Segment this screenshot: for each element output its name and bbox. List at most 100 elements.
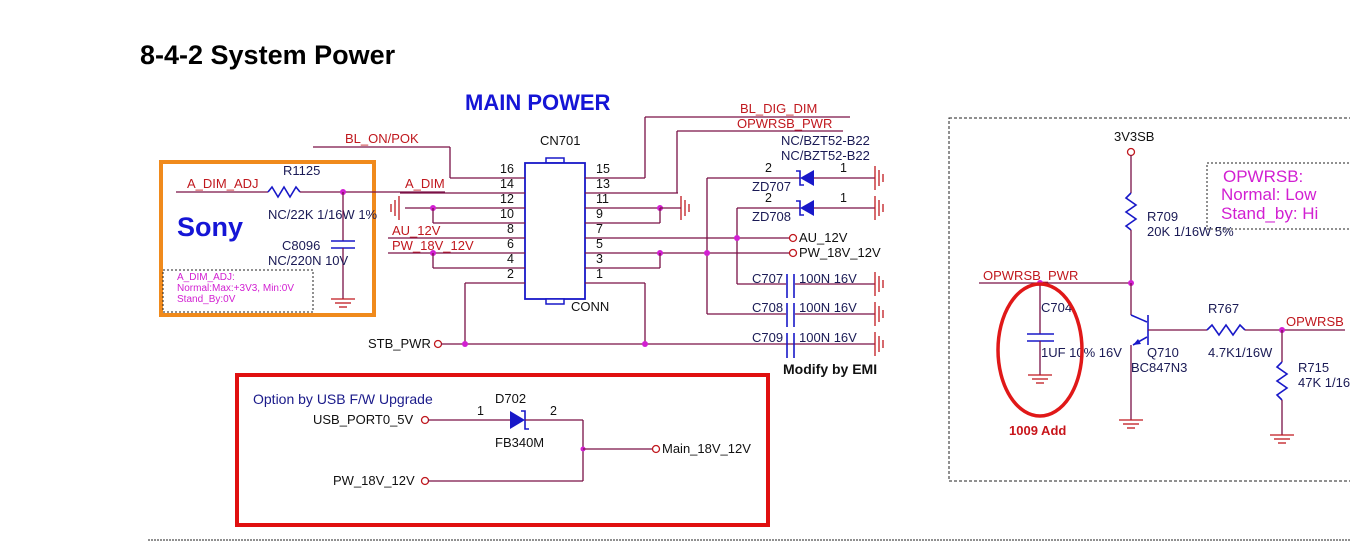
c709-ref: C709 [752,330,783,345]
sony-note-line-3: Stand_By:0V [177,294,236,305]
r709-value: 20K 1/16W 5% [1147,224,1234,239]
port-au-12v: AU_12V [799,230,848,245]
c708-value: 100N 16V [799,300,857,315]
c704-highlight-ellipse [996,282,1084,418]
resistor-r767 [1206,323,1246,337]
pw-18v-12v-usb-port [420,476,430,486]
cn701-ref: CN701 [540,133,580,148]
pin-7: 7 [596,222,603,236]
c8096-ref: C8096 [282,238,320,253]
pin-8: 8 [507,222,514,236]
net-3v3sb: 3V3SB [1114,129,1154,144]
sony-block-border [159,160,376,317]
net-au-12v-left: AU_12V [392,223,441,238]
zd707-part: NC/BZT52-B22 [781,133,870,148]
r767-ref: R767 [1208,301,1239,316]
r1125-value: NC/22K 1/16W 1% [268,207,378,222]
resistor-r709 [1124,192,1138,231]
net-opwrsb: OPWRSB [1286,314,1344,329]
c704-ref: C704 [1041,300,1072,315]
usb-option-block: Option by USB F/W Upgrade D702 1 2 USB_P… [235,373,770,527]
pin-16: 16 [500,162,514,176]
r709-ref: R709 [1147,209,1178,224]
d702-part: FB340M [495,435,544,450]
c708-ref: C708 [752,300,783,315]
pin-3: 3 [596,252,603,266]
sony-note-line-2: Normal:Max:+3V3, Min:0V [177,283,294,294]
opwrsb-note-line-1: OPWRSB: [1223,167,1303,186]
usb-option-title: Option by USB F/W Upgrade [253,391,433,407]
section-title: 8-4-2 System Power [140,40,396,70]
c8096-value: NC/220N 10V [268,253,349,268]
net-bl-on-pok: BL_ON/POK [345,131,419,146]
pin-9: 9 [596,207,603,221]
cn701-type: CONN [571,299,609,314]
zener-zd708: 2 1 ZD708 [737,191,884,224]
zd708-pin-1: 1 [840,191,847,205]
c707-value: 100N 16V [799,271,857,286]
emi-note: Modify by EMI [783,361,877,377]
pin-2: 2 [507,267,514,281]
d702-ref: D702 [495,391,526,406]
net-pw-18v-12v-usb: PW_18V_12V [333,473,415,488]
pin-15: 15 [596,162,610,176]
usb-option-border [235,373,770,527]
zd708-pin-2: 2 [765,191,772,205]
c707-ref: C707 [752,271,783,286]
diode-d702 [510,411,525,429]
d702-pin-1: 1 [477,404,484,418]
net-pw-18v-12v-left: PW_18V_12V [392,238,474,253]
capacitor-c709: C709 100N 16V [752,330,884,358]
usb-port0-5v-port [420,415,430,425]
zener-zd707: NC/BZT52-B22 NC/BZT52-B22 2 1 ZD707 [707,133,884,194]
sony-note-line-1: A_DIM_ADJ: [177,272,235,283]
net-opwrsb-pwr-top: OPWRSB_PWR [737,116,832,131]
r767-value: 4.7K1/16W [1208,345,1273,360]
net-a-dim-adj: A_DIM_ADJ [187,176,259,191]
zd708-ref: ZD708 [752,209,791,224]
sony-block: Sony A_DIM_ADJ R1125 NC/22K 1/16W 1% C80… [159,160,445,317]
capacitor-c707: C707 100N 16V [737,271,884,298]
main-18v-12v-port [651,444,661,454]
connector-cn701: CN701 CONN 16 14 12 10 8 6 4 2 15 13 11 … [388,133,790,314]
port-pw-18v-12v: PW_18V_12V [799,245,881,260]
zd708-part: NC/BZT52-B22 [781,148,870,163]
net-stb-pwr: STB_PWR [368,336,431,351]
pin-10: 10 [500,207,514,221]
q710-part: BC847N3 [1131,360,1187,375]
main-power-title: MAIN POWER [465,90,611,115]
standby-circuit-border [948,117,1350,482]
net-opwrsb-pwr: OPWRSB_PWR [983,268,1078,283]
standby-circuit: 3V3SB R709 20K 1/16W 5% OPWRSB: Normal: … [948,117,1350,482]
resistor-r715 [1275,361,1289,401]
opwrsb-note-line-3: Stand_by: Hi [1221,204,1318,223]
capacitor-c708: C708 100N 16V [707,300,884,327]
pin-13: 13 [596,177,610,191]
r715-value: 47K 1/16 [1298,375,1350,390]
pin-12: 12 [500,192,514,206]
net-usb-port0-5v: USB_PORT0_5V [313,412,414,427]
pin-5: 5 [596,237,603,251]
pin-1: 1 [596,267,603,281]
r715-ref: R715 [1298,360,1329,375]
pin-14: 14 [500,177,514,191]
net-main-18v-12v: Main_18V_12V [662,441,751,456]
r1125-ref: R1125 [283,163,320,178]
net-a-dim: A_DIM [405,176,445,191]
zd707-pin-2: 2 [765,161,772,175]
stb-pwr-port [433,339,443,349]
sony-label: Sony [177,212,243,242]
c709-value: 100N 16V [799,330,857,345]
q710-ref: Q710 [1147,345,1179,360]
opwrsb-note-line-2: Normal: Low [1221,185,1317,204]
net-bl-dig-dim: BL_DIG_DIM [740,101,817,116]
pw-18v-12v-port [788,248,798,258]
pin-4: 4 [507,252,514,266]
resistor-r1125 [267,185,301,199]
3v3sb-port [1126,147,1136,157]
d702-pin-2: 2 [550,404,557,418]
pin-6: 6 [507,237,514,251]
added-note: 1009 Add [1009,423,1066,438]
zd707-ref: ZD707 [752,179,791,194]
